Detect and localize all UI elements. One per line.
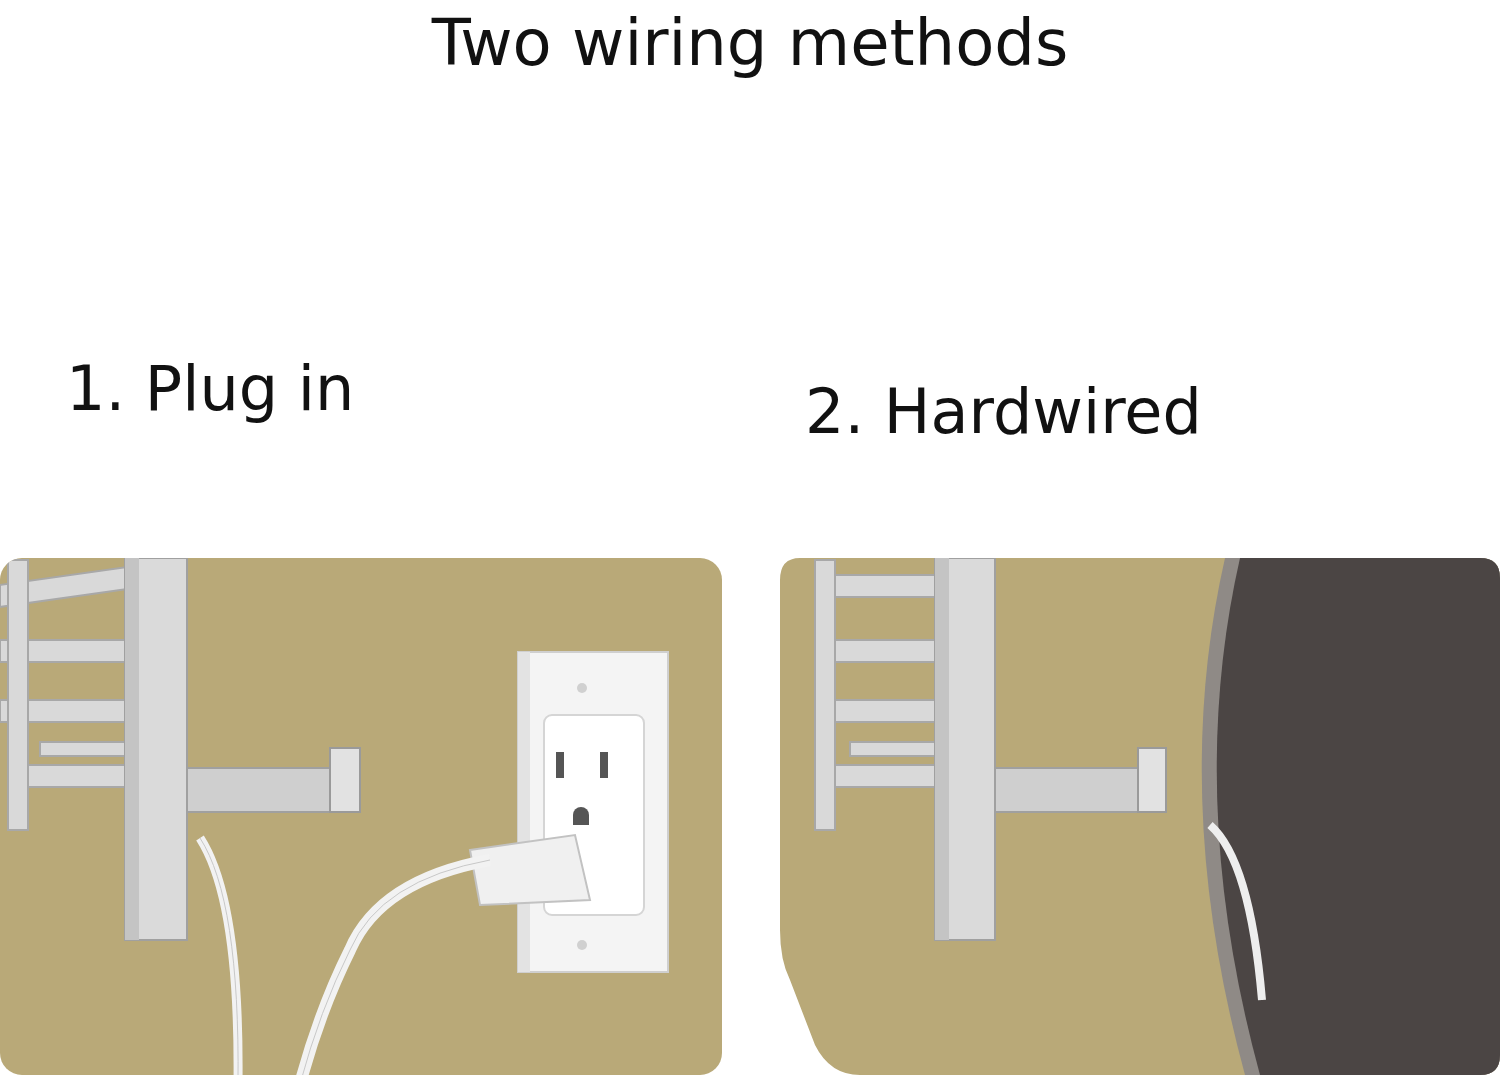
method-label: 1. Plug in (66, 355, 354, 423)
diagram-title: Two wiring methods (432, 8, 1069, 78)
method-label: 2. Hardwired (805, 378, 1202, 446)
plug-in-panel (0, 558, 722, 1075)
hardwired-panel (780, 558, 1500, 1075)
